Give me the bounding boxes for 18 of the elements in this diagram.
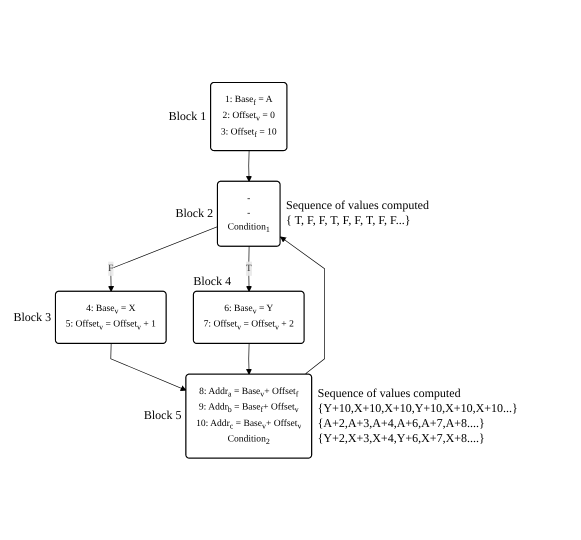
annotation-text: {Y+10,X+10,X+10,Y+10,X+10,X+10...} xyxy=(318,400,518,416)
arrow xyxy=(280,236,325,375)
annotation-text: { T, F, F, T, F, F, T, F, F...} xyxy=(286,213,411,228)
annotation-text: Sequence of values computed xyxy=(318,386,461,401)
edge-label: T xyxy=(246,263,252,274)
block-label: Block 4 xyxy=(193,274,232,289)
block-label: Block 3 xyxy=(13,310,52,325)
arrow xyxy=(108,226,218,292)
arrow xyxy=(246,150,252,182)
block-label: Block 2 xyxy=(175,206,214,221)
arrow xyxy=(246,343,252,374)
annotation-text: {A+2,A+3,A+4,A+6,A+7,A+8....} xyxy=(318,416,485,431)
annotation-text: Sequence of values computed xyxy=(286,198,429,214)
arrow xyxy=(110,343,186,391)
block-label: Block 1 xyxy=(168,108,206,124)
edge-label: F xyxy=(108,263,114,274)
annotation-text: {Y+2,X+3,X+4,Y+6,X+7,X+8....} xyxy=(318,430,485,446)
block-label: Block 5 xyxy=(144,408,182,424)
